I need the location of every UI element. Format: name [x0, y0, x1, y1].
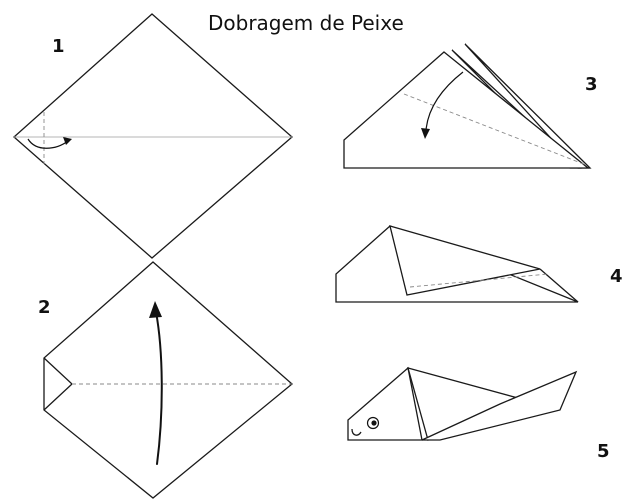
step-4-number: 4: [610, 266, 623, 287]
step-2-arrow-head: [149, 301, 162, 318]
fish-pupil: [371, 420, 377, 426]
step-1-figure: [13, 13, 293, 259]
step-4-figure: [335, 225, 579, 303]
step-4-folded-flap: [389, 225, 541, 296]
step-3-fold-arrow: [425, 71, 464, 131]
step-2-figure: [43, 261, 294, 499]
step-5-fish-head: [347, 366, 423, 441]
diagram-title: Dobragem de Peixe: [208, 11, 404, 35]
step-2-number: 2: [38, 297, 51, 318]
step-3-number: 3: [585, 74, 598, 95]
step-3-arrow-head: [421, 128, 430, 139]
step-5-fish-tail: [421, 370, 578, 441]
step-1-arrow-head: [63, 137, 72, 145]
fish-mouth: [351, 428, 362, 436]
step-5-figure: [347, 366, 578, 441]
step-1-number: 1: [52, 36, 65, 57]
step-2-fold-arrow: [155, 311, 163, 465]
step-3-fold-line: [403, 93, 587, 166]
step-4-fold-line: [409, 273, 549, 288]
step-3-front-layer: [343, 51, 590, 169]
step-1-paper-square: [13, 13, 293, 259]
step-1-fold-arrow: [27, 138, 69, 149]
step-2-paper: [43, 261, 294, 499]
step-5-number: 5: [597, 441, 610, 462]
step-3-figure: [343, 43, 592, 169]
